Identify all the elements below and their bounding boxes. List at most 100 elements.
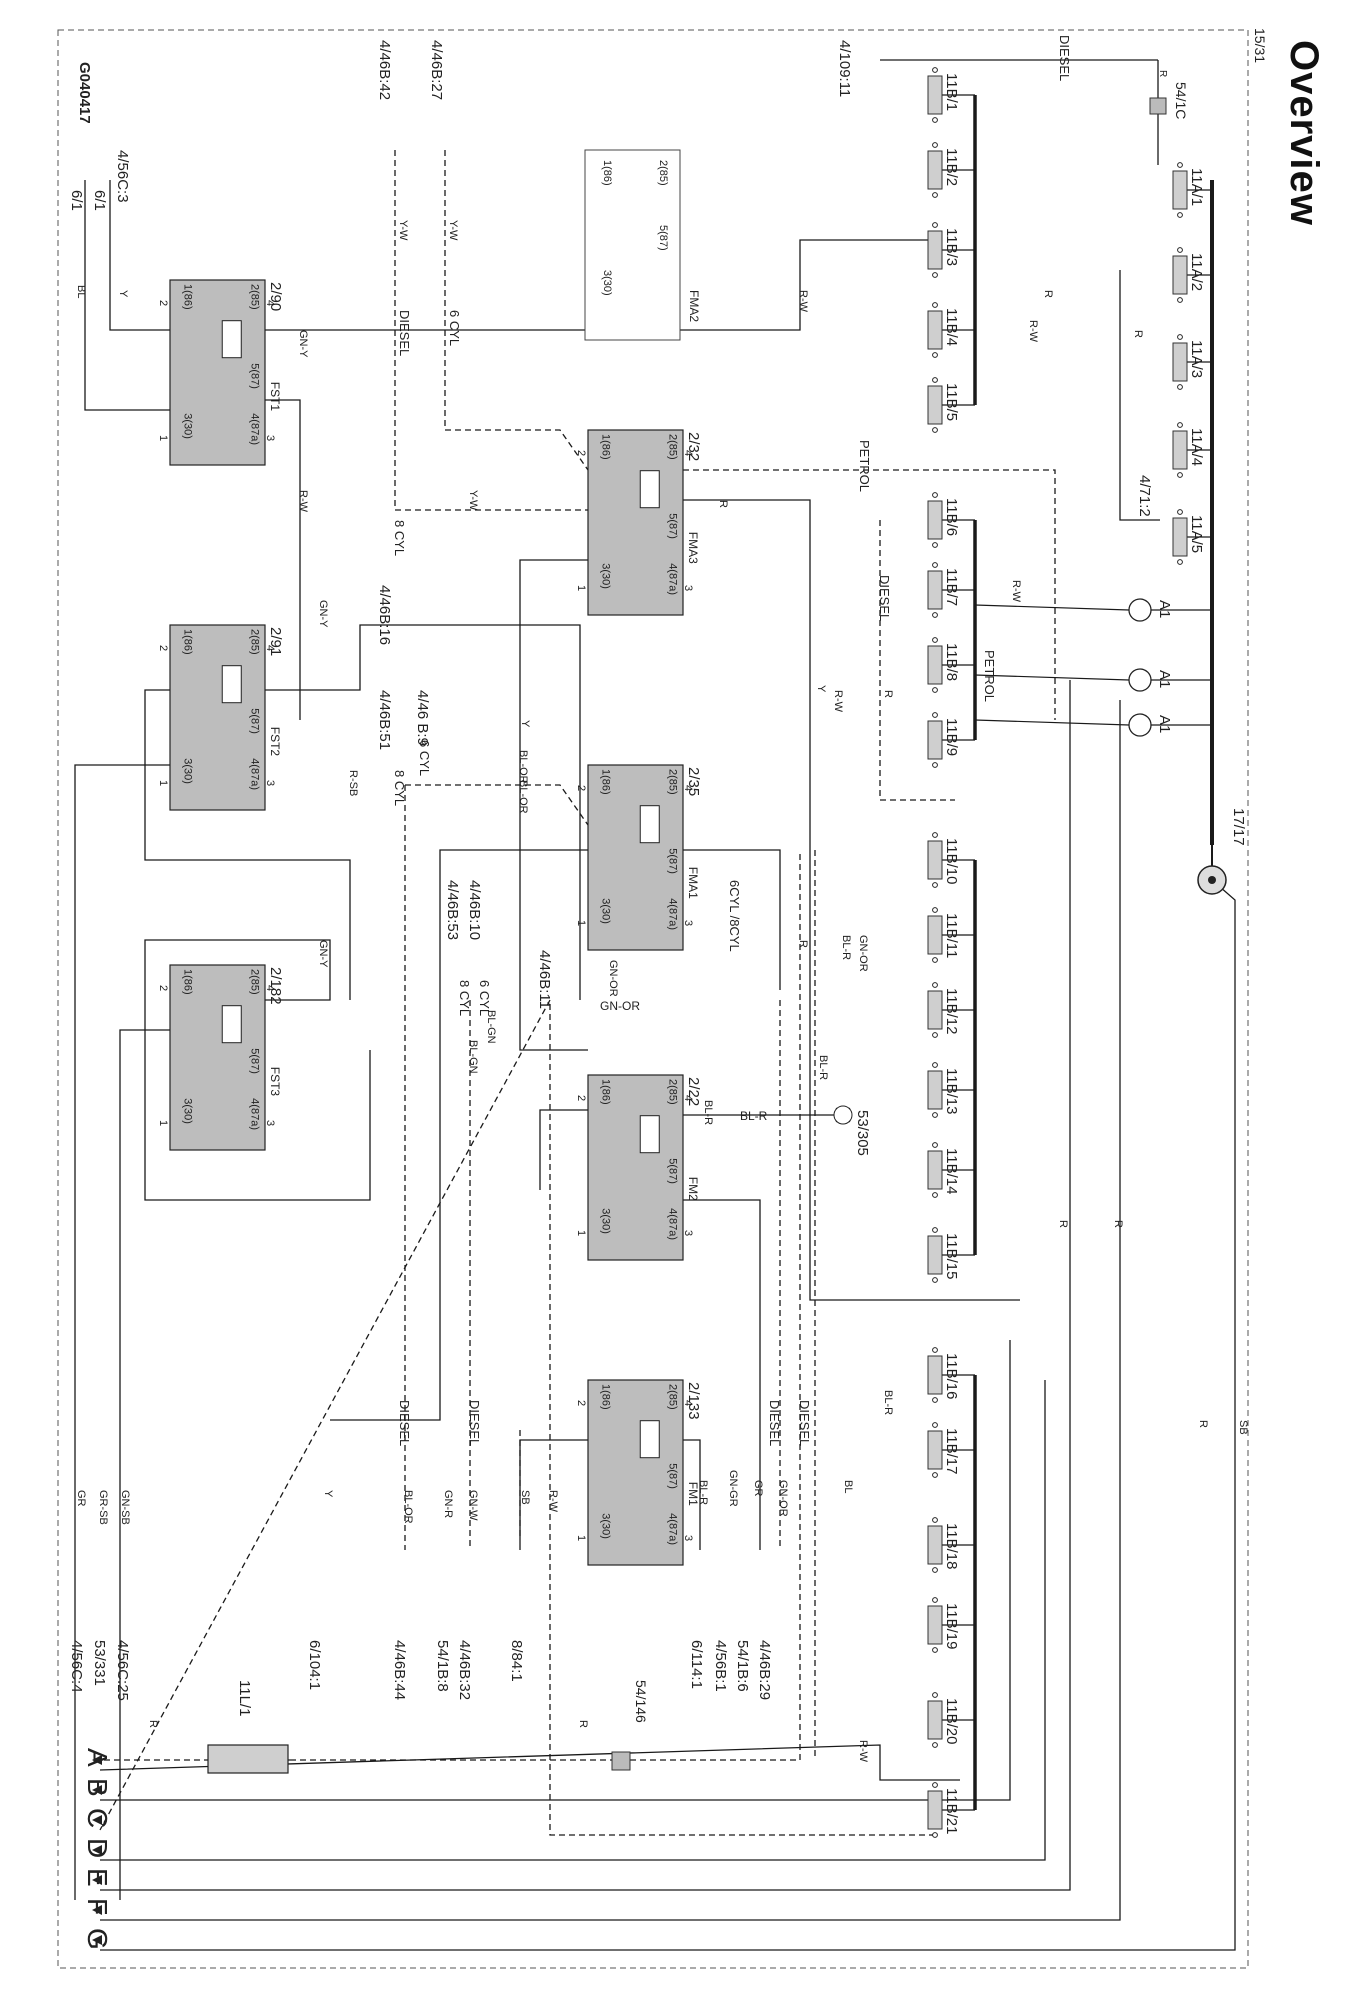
fuse-terminal: [1177, 422, 1183, 428]
fuse-11b: [927, 1790, 943, 1830]
relay-id: 2/91: [267, 627, 284, 656]
fuse-11b: [927, 1070, 943, 1110]
fuse-11b: [927, 310, 943, 350]
fuse-11b-label: 11B/8: [943, 643, 960, 681]
fuse-11b-label: 11B/3: [943, 228, 960, 266]
variant-label: DIESEL: [1057, 35, 1072, 81]
fuse-11b: [927, 1430, 943, 1470]
fuse-11b-label: 11B/11: [943, 913, 960, 958]
bus-letter: E: [82, 1868, 113, 1887]
fuse-11b: [927, 75, 943, 115]
wire-color-label: R-W: [297, 490, 309, 513]
pin-30: 3(30): [601, 270, 613, 296]
wire-a2: [290, 850, 801, 1761]
fuse-11a: [1172, 170, 1188, 210]
bus-letter: F: [82, 1898, 113, 1915]
cross-reference: 6/104:1: [306, 1640, 323, 1690]
fuse-terminal: [932, 542, 938, 548]
page-title: Overview: [1282, 40, 1326, 226]
labels-layer: 15/31G04041711A/111A/211A/311A/411A/511B…: [68, 28, 1268, 1950]
relay: [169, 964, 266, 1151]
relay-coil: [639, 1115, 660, 1154]
wire-color-label: GR: [75, 1490, 87, 1507]
pin-num: 1: [575, 1535, 587, 1541]
pin-num: 4: [682, 785, 694, 791]
fuse-terminal: [932, 1347, 938, 1353]
splice-53-305: [833, 1105, 853, 1125]
wire-fst1-out: [84, 180, 170, 411]
fuse-terminal: [932, 377, 938, 383]
pin-30: 3(30): [181, 413, 193, 439]
pin-num: 2: [157, 645, 169, 651]
drawing-id: G040417: [76, 62, 93, 124]
bus-arrow: [92, 1845, 102, 1855]
fuse-terminal: [932, 222, 938, 228]
wire-color-label: R-W: [1027, 320, 1039, 343]
wire-yw-b: [444, 150, 589, 471]
pin-num: 1: [157, 780, 169, 786]
wire-d: [100, 1380, 1046, 1861]
wire-color-label: BL-R: [740, 1109, 768, 1123]
pin-87a: 4(87a): [249, 1098, 261, 1130]
pin-num: 1: [575, 920, 587, 926]
fuse-11b: [927, 1700, 943, 1740]
fuse-11b-label: 11B/1: [943, 73, 960, 111]
pin-86: 1(86): [181, 969, 193, 995]
bus-arrow: [92, 1905, 102, 1915]
pin-86: 1(86): [599, 1079, 611, 1105]
relay: [587, 764, 684, 951]
wire-color-label: GN-Y: [317, 940, 329, 968]
wire-color-label: GN-R: [442, 1490, 454, 1518]
variant-label: DIESEL: [467, 1400, 482, 1446]
ground-label: 17/17: [1230, 808, 1247, 846]
relay-coil: [639, 470, 660, 509]
fuse-11b-label: 11B/14: [943, 1148, 960, 1194]
variant-label: PETROL: [857, 440, 872, 492]
wire-e: [100, 680, 1071, 1891]
fuse-11b-label: 11B/16: [943, 1353, 960, 1399]
connector-a1-label: A1: [1156, 670, 1173, 688]
fuse-terminal: [932, 562, 938, 568]
fuse-terminal: [932, 687, 938, 693]
pin-30: 3(30): [181, 758, 193, 784]
wire-color-label: R: [1132, 330, 1144, 338]
connector-a1-label: A1: [1156, 600, 1173, 618]
relay-coil: [221, 1005, 242, 1044]
pin-num: 4: [682, 1400, 694, 1406]
wire-fma1-b: [330, 849, 588, 1421]
variant-label: DIESEL: [767, 1400, 782, 1446]
pin-num: 2: [157, 985, 169, 991]
wire-color-label: BL: [842, 1480, 854, 1493]
fuse-11b: [927, 990, 943, 1030]
pin-num: 2: [575, 450, 587, 456]
relay: [169, 279, 266, 466]
relay-name: FM1: [686, 1482, 700, 1506]
fuse-terminal: [932, 957, 938, 963]
bus-arrow: [92, 1815, 102, 1825]
connector-54-146-label: 54/146: [633, 1680, 649, 1723]
variant-label: 8 CYL: [457, 980, 472, 1016]
cross-reference: 4/109:11: [836, 40, 853, 97]
cross-reference: 4/56C:3: [114, 150, 131, 203]
bus-arrow: [92, 1785, 102, 1795]
cross-reference: 4/46B:11: [536, 950, 553, 1009]
cross-reference: 6/1: [91, 190, 108, 211]
pin-85: 2(85): [667, 434, 679, 460]
variant-label: DIESEL: [877, 575, 892, 621]
wire-color-label: R: [1112, 1220, 1124, 1228]
fuse-terminal: [932, 712, 938, 718]
pin-87a: 4(87a): [667, 563, 679, 595]
fuse-11b: [927, 1235, 943, 1275]
cross-reference: 4/46B:27: [428, 40, 445, 100]
fuse-11b: [927, 645, 943, 685]
wire-color-label: R: [717, 500, 729, 508]
wire-color-label: Y-W: [447, 220, 459, 241]
wire-b: [99, 1744, 960, 1781]
fuse-terminal: [932, 272, 938, 278]
splice-label: 53/305: [854, 1110, 871, 1156]
relay-id: 2/90: [267, 282, 284, 311]
wire-fst3: [144, 939, 371, 1201]
fuse-terminal: [932, 427, 938, 433]
wire-color-label: GN-OR: [777, 1480, 789, 1517]
wire-d-dash: [99, 999, 935, 1836]
